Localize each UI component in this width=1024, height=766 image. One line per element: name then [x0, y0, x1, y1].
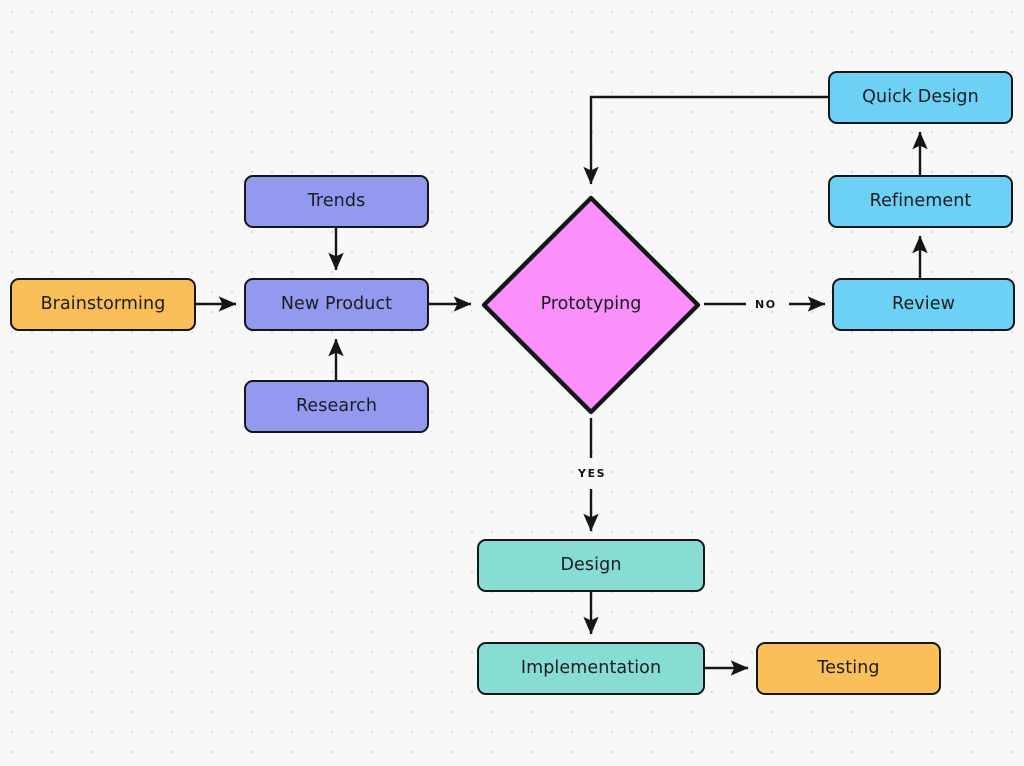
- node-brainstorming[interactable]: Brainstorming: [10, 278, 196, 331]
- node-new-product[interactable]: New Product: [244, 278, 429, 331]
- node-testing-label: Testing: [817, 657, 880, 678]
- node-testing[interactable]: Testing: [756, 642, 941, 695]
- node-new-product-label: New Product: [280, 293, 393, 314]
- node-design[interactable]: Design: [477, 539, 705, 592]
- node-quick-design[interactable]: Quick Design: [828, 71, 1013, 124]
- edge-quick-design-to-prototyping: [583, 95, 828, 185]
- edge-label-no: NO: [755, 298, 777, 311]
- node-research-label: Research: [295, 395, 378, 416]
- node-quick-design-label: Quick Design: [862, 86, 979, 107]
- node-refinement-label: Refinement: [869, 190, 972, 211]
- node-trends-label: Trends: [307, 190, 366, 211]
- node-review-label: Review: [891, 293, 956, 314]
- node-review[interactable]: Review: [832, 278, 1015, 331]
- edge-label-yes: YES: [578, 467, 607, 480]
- node-prototyping-label: Prototyping: [540, 294, 642, 315]
- node-prototyping[interactable]: Prototyping: [478, 192, 704, 418]
- node-research[interactable]: Research: [244, 380, 429, 433]
- node-brainstorming-label: Brainstorming: [40, 293, 166, 314]
- node-implementation-label: Implementation: [520, 657, 662, 678]
- diamond-shape-icon: [481, 195, 701, 415]
- node-implementation[interactable]: Implementation: [477, 642, 705, 695]
- node-design-label: Design: [560, 554, 622, 575]
- node-trends[interactable]: Trends: [244, 175, 429, 228]
- node-refinement[interactable]: Refinement: [828, 175, 1013, 228]
